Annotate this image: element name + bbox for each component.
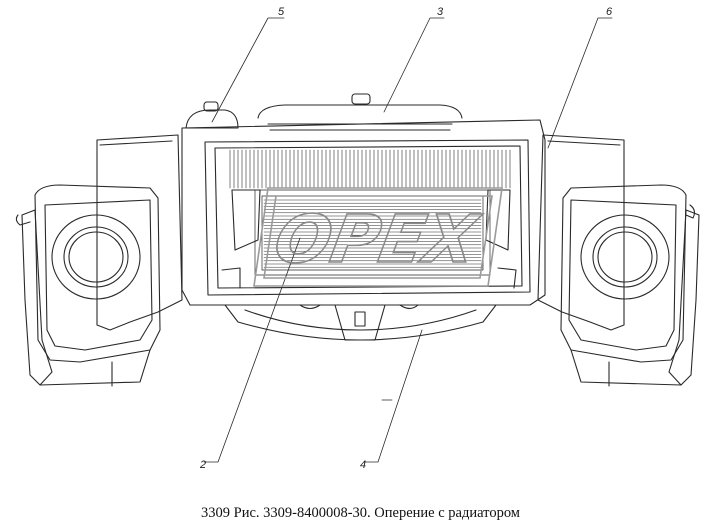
- watermark-text: OPEX: [269, 200, 486, 277]
- upper-grille: [229, 149, 511, 189]
- callout-6: 6: [606, 6, 613, 18]
- callout-3: 3: [437, 6, 444, 18]
- right-headlight: [580, 214, 670, 300]
- callout-2: 2: [200, 459, 207, 471]
- left-headlight: [51, 214, 141, 300]
- expansion-tank: [185, 101, 239, 129]
- radiator-top-tank: [257, 93, 463, 131]
- lower-support: [224, 304, 497, 341]
- callout-4: 4: [360, 459, 367, 471]
- watermark-logo: [253, 187, 503, 287]
- radiator-fins: [263, 199, 482, 268]
- figure-caption: 3309 Рис. 3309-8400008-30. Оперение с ра…: [201, 505, 520, 521]
- leader-lines: [203, 17, 613, 463]
- frame-brackets: [221, 189, 517, 289]
- callout-5: 5: [278, 6, 285, 18]
- right-fender: [537, 134, 700, 387]
- radiator-frame: [181, 119, 546, 306]
- left-fender: [15, 134, 183, 387]
